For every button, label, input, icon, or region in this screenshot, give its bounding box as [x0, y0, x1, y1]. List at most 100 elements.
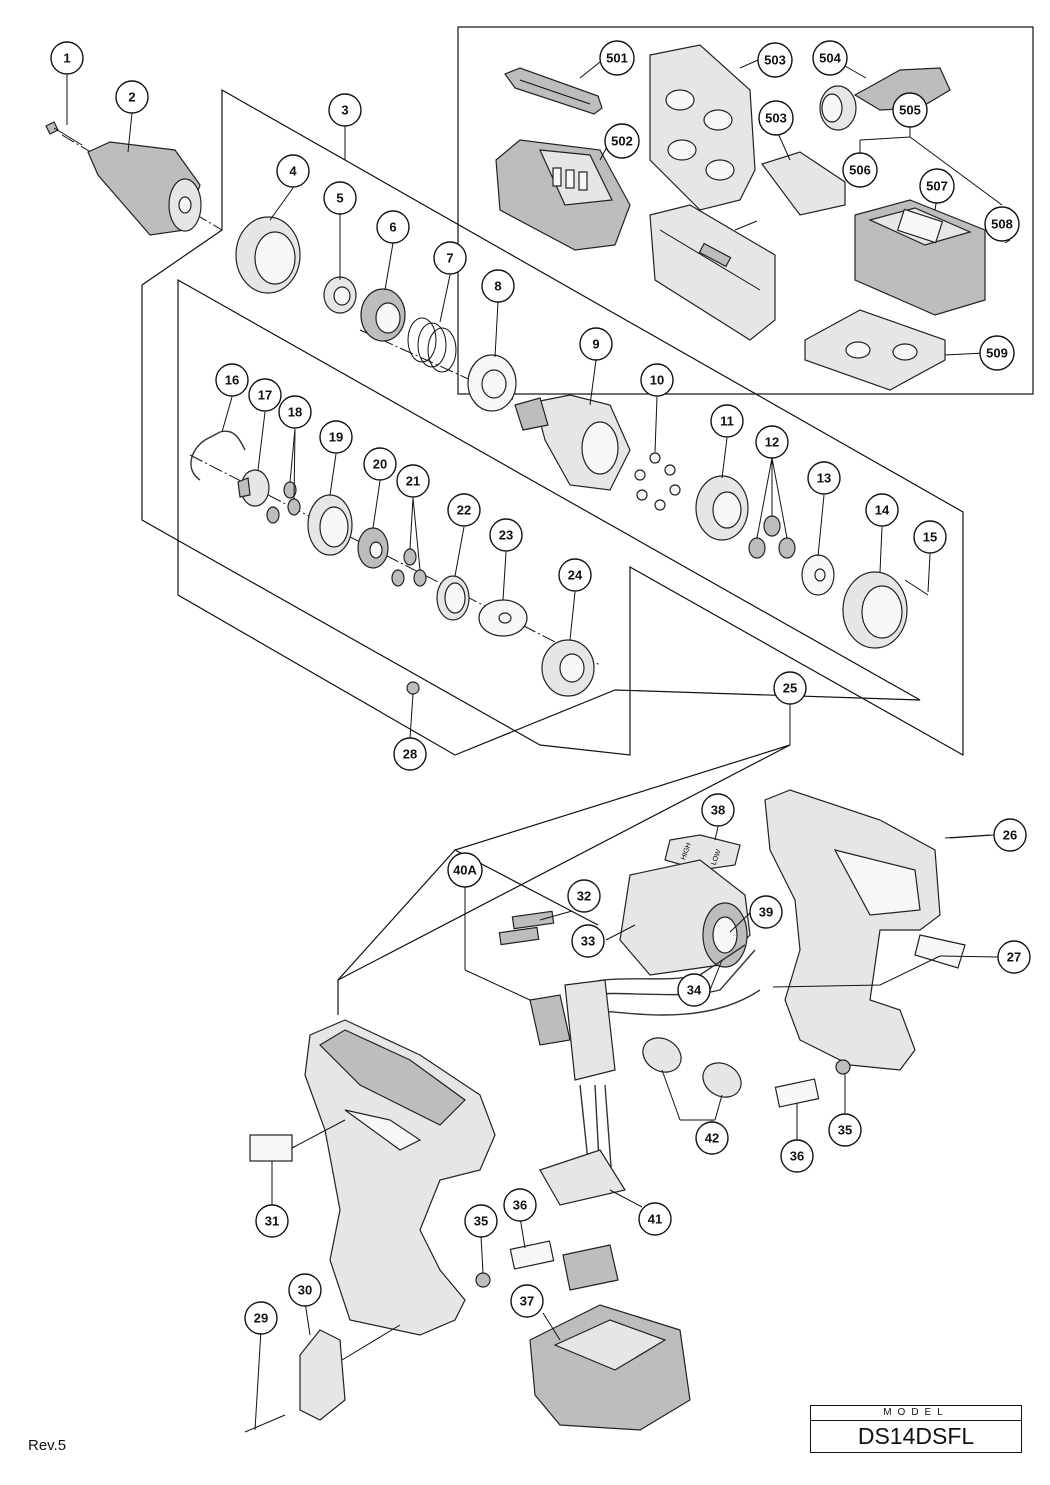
callout-23: 23 [489, 518, 523, 552]
control-board [539, 1149, 626, 1206]
hook-screw [244, 1414, 286, 1433]
motor-bracket [541, 639, 595, 697]
model-number: DS14DSFL [857, 1423, 975, 1449]
callout-13: 13 [807, 461, 841, 495]
callout-label: 507 [926, 179, 948, 194]
carrying-case-closed [649, 204, 776, 341]
callout-36: 36 [503, 1188, 537, 1222]
callout-label: 505 [899, 103, 921, 118]
callout-label: 509 [986, 346, 1008, 361]
callout-label: 501 [606, 51, 628, 66]
callout-21: 21 [396, 464, 430, 498]
small-planet-gears [266, 481, 301, 524]
nut-left [475, 1272, 491, 1288]
callout-label: 27 [1007, 950, 1021, 965]
callout-22: 22 [447, 493, 481, 527]
chuck-screw [45, 121, 83, 146]
callout-label: 6 [389, 220, 396, 235]
rubber-block-left [509, 1240, 555, 1270]
housing-left [304, 1019, 496, 1336]
system-case [854, 199, 986, 316]
callout-34: 34 [677, 973, 711, 1007]
callout-label: 36 [790, 1149, 804, 1164]
callout-40A: 40A [447, 852, 483, 888]
model-label: MODEL [811, 1406, 1021, 1421]
charger [495, 139, 631, 251]
callout-19: 19 [319, 420, 353, 454]
callout-label: 31 [265, 1214, 279, 1229]
callout-1: 1 [50, 41, 84, 75]
clutch-nut [360, 288, 406, 342]
housing-right [764, 789, 941, 1071]
callout-7: 7 [433, 241, 467, 275]
callout-26: 26 [993, 818, 1027, 852]
caution-label [249, 1134, 293, 1162]
belt-hook [299, 1329, 346, 1421]
callout-4: 4 [276, 154, 310, 188]
callout-41: 41 [638, 1202, 672, 1236]
callout-506: 506 [842, 152, 878, 188]
planet-carrier [237, 469, 270, 507]
callout-label: 38 [711, 803, 725, 818]
callout-label: 508 [991, 217, 1013, 232]
callout-label: 503 [765, 111, 787, 126]
planet-gears [748, 515, 796, 559]
callout-32: 32 [567, 879, 601, 913]
callout-12: 12 [755, 425, 789, 459]
callout-17: 17 [248, 378, 282, 412]
callout-20: 20 [363, 447, 397, 481]
callout-label: 28 [403, 747, 417, 762]
nut [406, 681, 420, 695]
flashlight [819, 67, 951, 131]
callout-14: 14 [865, 493, 899, 527]
dc-motor [619, 859, 751, 976]
callout-label: 1 [63, 51, 70, 66]
gearbox-frame-outer [141, 88, 964, 757]
case-tray [804, 309, 946, 391]
callout-501: 501 [599, 40, 635, 76]
callout-29: 29 [244, 1301, 278, 1335]
washer [467, 354, 517, 412]
rating-plate [914, 934, 966, 969]
callout-3: 3 [328, 93, 362, 127]
callout-label: 34 [687, 983, 702, 998]
callout-label: 5 [336, 191, 343, 206]
callout-30: 30 [288, 1273, 322, 1307]
callout-502: 502 [604, 123, 640, 159]
model-box: MODEL DS14DSFL [810, 1405, 1022, 1453]
callout-503: 503 [757, 42, 793, 78]
driver-bit [504, 67, 603, 115]
callout-503: 503 [758, 100, 794, 136]
callout-label: 26 [1003, 828, 1017, 843]
callout-label: 36 [513, 1198, 527, 1213]
callout-38: 38 [701, 793, 735, 827]
callout-42: 42 [695, 1121, 729, 1155]
callout-label: 18 [288, 405, 302, 420]
callout-27: 27 [997, 940, 1031, 974]
clutch-dial [235, 216, 301, 294]
accessories-frame [457, 26, 1034, 395]
callout-33: 33 [571, 924, 605, 958]
callout-label: 35 [838, 1123, 852, 1138]
callout-8: 8 [481, 269, 515, 303]
callout-label: 502 [611, 134, 633, 149]
callout-10: 10 [640, 363, 674, 397]
nut-right [835, 1059, 851, 1075]
thrust-washer [801, 554, 835, 596]
callout-label: 37 [520, 1294, 534, 1309]
callout-label: 22 [457, 503, 471, 518]
terminal-lugs [498, 910, 555, 946]
callout-label: 35 [474, 1214, 488, 1229]
gearbox-frame-inner [177, 278, 921, 756]
callout-label: 12 [765, 435, 779, 450]
keyless-chuck [87, 141, 202, 236]
callout-507: 507 [919, 168, 955, 204]
case-insert [761, 151, 846, 216]
callout-25: 25 [773, 671, 807, 705]
wire-clip [190, 430, 246, 481]
callout-label: 2 [128, 90, 135, 105]
callout-label: 10 [650, 373, 664, 388]
callout-label: 40A [453, 863, 477, 878]
callout-label: 4 [289, 164, 297, 179]
